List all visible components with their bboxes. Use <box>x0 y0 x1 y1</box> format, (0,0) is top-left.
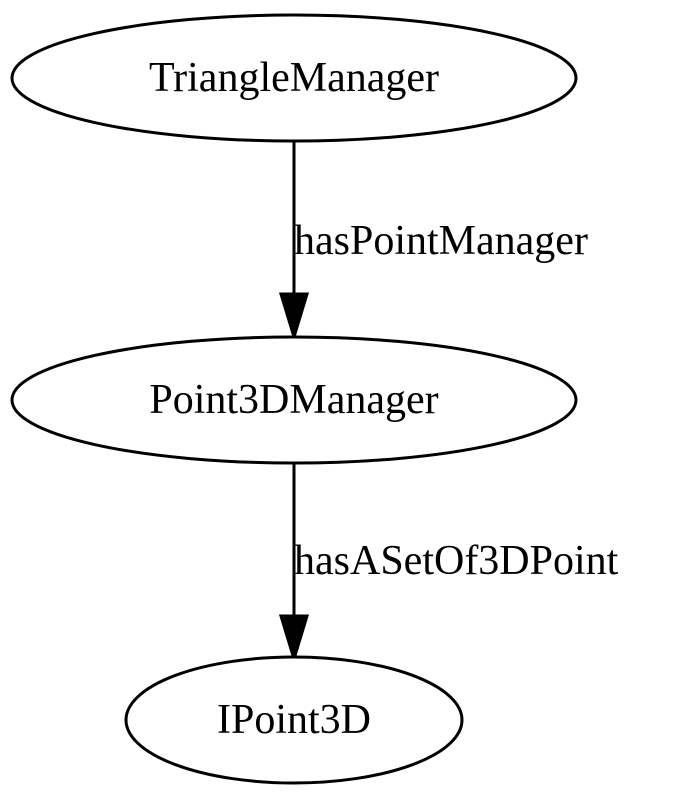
node-triangle-manager: TriangleManager <box>10 13 578 143</box>
node-ipoint3d-label: IPoint3D <box>217 697 371 743</box>
node-point3d-manager-label: Point3DManager <box>149 377 438 423</box>
node-triangle-manager-label: TriangleManager <box>149 55 439 101</box>
edge-has-point-manager-label: hasPointManager <box>294 218 588 264</box>
edge-has-a-set-of-3d-point: hasASetOf3DPoint <box>278 463 619 665</box>
edge-has-a-set-of-3d-point-label: hasASetOf3DPoint <box>294 538 619 584</box>
node-point3d-manager: Point3DManager <box>10 335 578 465</box>
edge-has-point-manager-arrowhead <box>278 292 310 343</box>
edge-has-a-set-of-3d-point-arrowhead <box>278 614 310 665</box>
edge-has-point-manager: hasPointManager <box>278 141 588 343</box>
node-ipoint3d: IPoint3D <box>124 655 464 785</box>
node-ipoint3d-shape <box>124 655 464 785</box>
